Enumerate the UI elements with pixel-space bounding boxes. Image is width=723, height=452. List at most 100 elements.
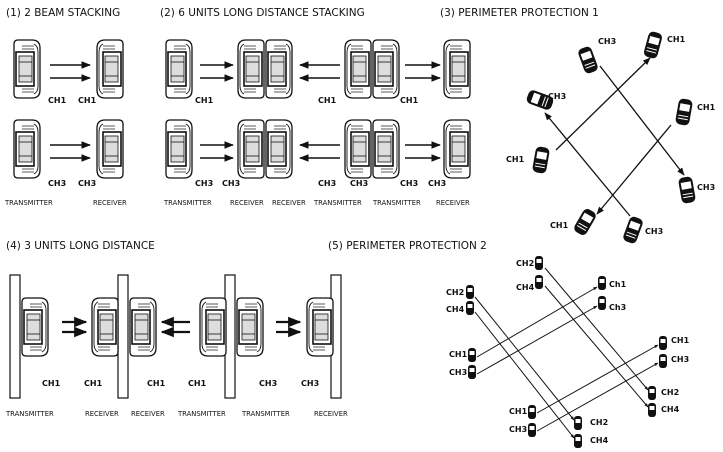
beam-arrow-18 (544, 112, 631, 217)
s4-caption-transmitter-2: TRANSMITTER (177, 410, 226, 418)
section-title-6-units-stacking: (2) 6 UNITS LONG DISTANCE STACKING (160, 7, 365, 19)
pp2-sensor-16 (574, 434, 582, 448)
perimeter-sensor-7 (574, 209, 596, 235)
beam-sensor-unit-2 (96, 39, 124, 99)
perimeter-sensor-1 (578, 46, 598, 74)
s3-left-upper-channel: CH3 (548, 92, 566, 101)
s5-top-ch4: CH4 (516, 283, 535, 292)
s1-row2-tx-channel: CH3 (48, 179, 66, 188)
beam-arrow-27 (544, 267, 649, 391)
s5-top-right-ch1: Ch1 (609, 280, 627, 289)
s5-right-ch3: CH3 (671, 355, 689, 364)
beam-arrow-28 (544, 285, 649, 408)
s4-caption-transmitter-3: TRANSMITTER (241, 410, 290, 418)
sensor-units (9, 31, 696, 448)
beam-arrow-33 (536, 344, 659, 414)
s2-row2-channel-4: CH3 (350, 179, 368, 188)
s1-row1-rx-channel: CH1 (78, 96, 97, 105)
beam-sensor-unit-11 (165, 119, 193, 179)
s3-left-lower-channel: CH1 (506, 155, 525, 164)
beam-sensor-unit-8 (344, 39, 372, 99)
s2-row2-channel-2: CH3 (222, 179, 240, 188)
beam-arrow-19 (599, 65, 685, 176)
s3-top-left-channel: CH3 (598, 37, 616, 46)
beam-sensor-unit-1 (13, 39, 41, 99)
s1-row2-rx-channel: CH3 (78, 179, 96, 188)
beam-sensor-unit-22 (306, 297, 334, 357)
s5-bottom-right-ch4: CH4 (661, 405, 680, 414)
s3-bottom-right-channel: CH3 (645, 227, 663, 236)
section-title-perimeter-protection-2: (5) PERIMETER PROTECTION 2 (328, 240, 487, 252)
mounting-pole-2 (117, 274, 129, 399)
beam-sensor-unit-9 (372, 39, 400, 99)
beam-arrows (50, 57, 685, 439)
beam-sensor-unit-13 (265, 119, 293, 179)
s5-bottom-left-ch3: CH3 (509, 425, 527, 434)
s2-row2-channel-3: CH3 (318, 179, 336, 188)
beam-sensor-unit-21 (236, 297, 264, 357)
beam-arrow-34 (536, 362, 659, 432)
pp2-sensor-12 (648, 403, 656, 417)
s1-row1-tx-channel: CH1 (48, 96, 67, 105)
s4-caption-receiver-1: RECEIVER (85, 410, 119, 418)
s5-bottom-ch2: CH2 (590, 418, 608, 427)
beam-sensor-unit-7 (265, 39, 293, 99)
beam-sensor-unit-12 (237, 119, 265, 179)
pp2-sensor-10 (659, 354, 667, 368)
s2-row2-channel-5: CH3 (400, 179, 418, 188)
perimeter-sensor-4 (675, 98, 693, 126)
perimeter-sensor-5 (532, 146, 550, 174)
s2-row2-channel-6: CH3 (428, 179, 446, 188)
s2-caption-transmitter-3: TRANSMITTER (372, 199, 421, 207)
pp2-sensor-4 (598, 296, 606, 310)
s2-row1-channel-2: CH1 (318, 96, 337, 105)
beam-sensor-unit-4 (96, 119, 124, 179)
s4-channel-3: CH1 (147, 379, 166, 388)
s4-channel-4: CH1 (188, 379, 207, 388)
s5-mid-left-ch3: CH3 (449, 368, 467, 377)
s4-channel-6: CH3 (301, 379, 319, 388)
s3-bottom-left-channel: CH1 (550, 221, 569, 230)
s2-row2-channel-1: CH3 (195, 179, 213, 188)
section-title-perimeter-protection-1: (3) PERIMETER PROTECTION 1 (440, 7, 599, 19)
beam-sensor-unit-10 (443, 39, 471, 99)
pp2-sensor-7 (468, 348, 476, 362)
beam-sensor-unit-3 (13, 119, 41, 179)
beam-sensor-unit-15 (372, 119, 400, 179)
s2-caption-receiver-1: RECEIVER (230, 199, 264, 207)
s5-top-right-ch3: Ch3 (609, 303, 626, 312)
beam-sensor-unit-19 (129, 297, 157, 357)
beam-arrow-20 (596, 124, 672, 215)
s5-bottom-ch4: CH4 (590, 436, 609, 445)
beam-arrow-32 (476, 305, 598, 375)
s5-mid-left-ch1: CH1 (449, 350, 468, 359)
s4-caption-transmitter-1: TRANSMITTER (5, 410, 54, 418)
perimeter-sensor-6 (678, 176, 696, 204)
beam-sensor-unit-20 (199, 297, 227, 357)
s5-bottom-right-ch2: CH2 (661, 388, 679, 397)
s4-caption-receiver-3: RECEIVER (314, 410, 348, 418)
s3-top-right-channel: CH1 (667, 35, 686, 44)
pp2-sensor-2 (535, 275, 543, 289)
beam-sensor-unit-18 (91, 297, 119, 357)
perimeter-sensor-3 (526, 90, 554, 110)
s1-transmitter-caption: TRANSMITTER (4, 199, 53, 207)
s2-caption-receiver-3: RECEIVER (436, 199, 470, 207)
pp2-sensor-1 (535, 256, 543, 270)
s5-left-ch4: CH4 (446, 305, 465, 314)
s4-channel-2: CH1 (84, 379, 103, 388)
s5-top-ch2: CH2 (516, 259, 534, 268)
perimeter-sensor-2 (643, 31, 663, 59)
pp2-sensor-9 (659, 336, 667, 350)
s2-row1-channel-3: CH1 (400, 96, 419, 105)
perimeter-sensor-8 (623, 216, 643, 244)
s2-caption-receiver-2: RECEIVER (272, 199, 306, 207)
pp2-sensor-6 (466, 301, 474, 315)
pp2-sensor-5 (466, 285, 474, 299)
s4-channel-5: CH3 (259, 379, 277, 388)
s5-left-ch2: CH2 (446, 288, 464, 297)
s4-caption-receiver-2: RECEIVER (131, 410, 165, 418)
s2-caption-transmitter-2: TRANSMITTER (313, 199, 362, 207)
